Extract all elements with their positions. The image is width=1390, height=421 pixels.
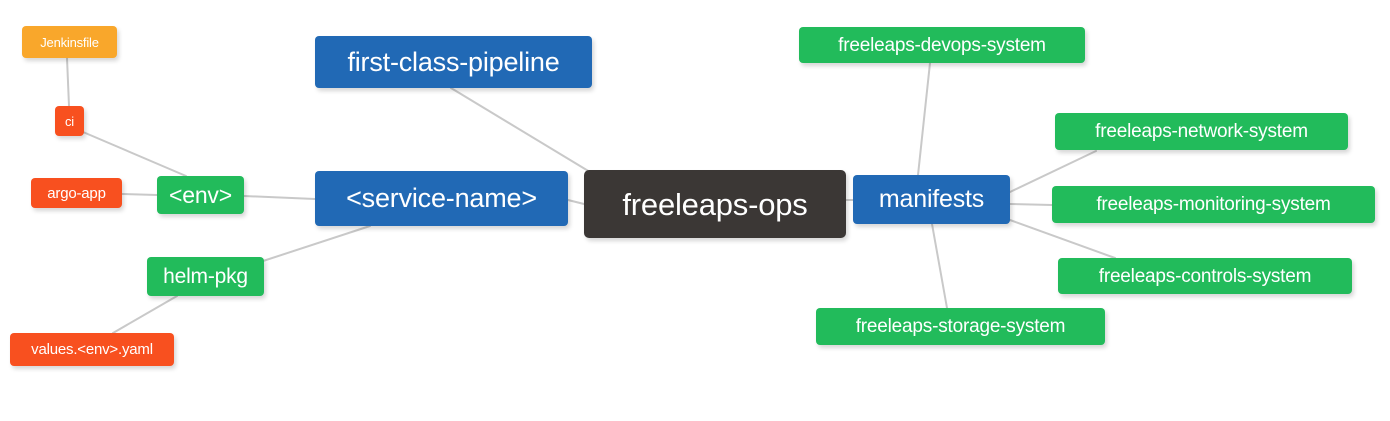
node-freeleaps-monitoring-system[interactable]: freeleaps-monitoring-system: [1052, 186, 1375, 223]
node-label: manifests: [878, 185, 985, 213]
edge-env-argo-app: [121, 193, 158, 196]
node-ci[interactable]: ci: [55, 106, 84, 136]
node-manifests[interactable]: manifests: [853, 175, 1010, 224]
node-label: helm-pkg: [163, 265, 248, 288]
node-first-class-pipeline[interactable]: first-class-pipeline: [315, 36, 592, 88]
node-label: ci: [65, 113, 74, 129]
node-label: first-class-pipeline: [347, 46, 560, 77]
node-label: <service-name>: [346, 183, 537, 213]
edge-root-service-name: [567, 199, 585, 205]
node-label: Jenkinsfile: [40, 34, 99, 50]
node-label: freeleaps-controls-system: [1098, 265, 1312, 287]
edge-manifests-storage-system: [931, 223, 948, 309]
node-label: freeleaps-monitoring-system: [1096, 194, 1331, 215]
node-jenkinsfile[interactable]: Jenkinsfile: [22, 26, 117, 58]
node-env[interactable]: <env>: [157, 176, 244, 214]
node-label: <env>: [169, 181, 232, 208]
node-service-name[interactable]: <service-name>: [315, 171, 568, 226]
node-freeleaps-storage-system[interactable]: freeleaps-storage-system: [816, 308, 1105, 345]
node-label: freeleaps-devops-system: [838, 34, 1046, 56]
node-freeleaps-devops-system[interactable]: freeleaps-devops-system: [799, 27, 1085, 63]
node-freeleaps-network-system[interactable]: freeleaps-network-system: [1055, 113, 1348, 150]
node-freeleaps-controls-system[interactable]: freeleaps-controls-system: [1058, 258, 1352, 294]
edge-manifests-controls-system: [1009, 219, 1116, 259]
edge-manifests-devops-system: [917, 62, 931, 176]
edge-helm-pkg-values-yaml: [112, 295, 178, 334]
node-label: freeleaps-ops: [622, 186, 808, 222]
edge-ci-jenkinsfile: [66, 57, 70, 107]
node-label: argo-app: [47, 184, 106, 202]
node-freeleaps-ops[interactable]: freeleaps-ops: [584, 170, 846, 238]
edge-service-name-helm-pkg: [259, 225, 371, 263]
edge-root-first-class-pipeline: [450, 87, 591, 173]
node-helm-pkg[interactable]: helm-pkg: [147, 257, 264, 296]
node-label: freeleaps-network-system: [1095, 121, 1308, 142]
node-label: freeleaps-storage-system: [855, 316, 1066, 337]
node-label: values.<env>.yaml: [31, 341, 153, 358]
node-argo-app[interactable]: argo-app: [31, 178, 122, 208]
node-values-env-yaml[interactable]: values.<env>.yaml: [10, 333, 174, 366]
edge-manifests-monitoring-system: [1009, 203, 1053, 206]
edge-service-name-env: [243, 195, 316, 200]
edge-env-ci: [82, 131, 187, 177]
